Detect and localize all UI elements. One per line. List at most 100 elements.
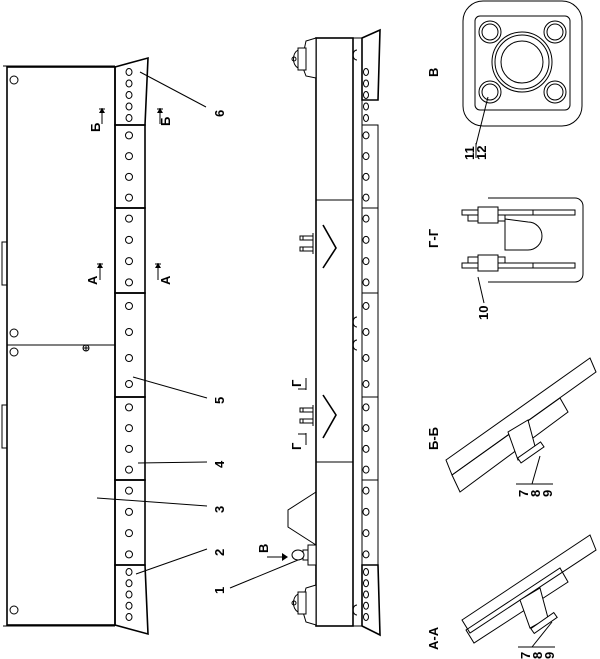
bolt-hole <box>125 601 133 610</box>
blade-segment <box>361 124 379 209</box>
moldboard-plate <box>6 66 116 626</box>
bolt-hole <box>125 193 133 202</box>
side-lug <box>1 404 8 449</box>
bolt-hole <box>125 79 133 88</box>
flange-bolt <box>478 20 502 44</box>
callout-6: 6 <box>212 110 227 117</box>
bolt-hole <box>362 278 370 287</box>
blade-segment <box>114 207 146 294</box>
blade-segment <box>114 124 146 209</box>
bolt-hole <box>362 131 370 140</box>
view-title-gg: Г-Г <box>426 228 441 248</box>
callout-5: 5 <box>212 397 227 404</box>
bolt-hole <box>362 328 370 336</box>
callout-11: 11 <box>462 146 477 160</box>
view-title-v: В <box>426 68 441 77</box>
callout-3: 3 <box>212 506 227 513</box>
bolt-hole <box>125 302 133 310</box>
bolt-hole <box>125 380 133 388</box>
roller-bottom <box>291 584 317 626</box>
flange-bolt <box>543 80 567 104</box>
mark-a: А <box>158 275 173 285</box>
flange-bolt <box>546 83 564 101</box>
bolt-hole <box>125 507 133 516</box>
flange-bolt <box>543 20 567 44</box>
side-view <box>267 28 381 637</box>
section-arrows <box>97 108 163 280</box>
callout-4: 4 <box>212 460 227 468</box>
hitch-plate <box>287 491 317 546</box>
bracket <box>299 405 314 426</box>
chevron-mark <box>322 224 337 269</box>
bolt-hole <box>362 507 370 516</box>
bolt-hole <box>362 403 370 412</box>
bolt-hole <box>362 529 370 538</box>
bolt-hole <box>125 550 133 559</box>
bolt-hole <box>125 257 133 266</box>
view-titles: В Г-Г Б-Б А-А <box>426 68 441 650</box>
blade-segment <box>361 207 379 294</box>
bolt-hole <box>363 68 369 76</box>
section-aa <box>461 534 597 644</box>
callout-8: 8 <box>528 490 543 497</box>
bolt-hole <box>125 579 133 588</box>
section-bb <box>445 357 597 493</box>
bolt-hole <box>125 152 133 161</box>
end-knife-bottom <box>114 564 149 636</box>
beam <box>315 37 354 627</box>
bolt-hole <box>125 235 133 244</box>
view-title-bb: Б-Б <box>426 427 441 450</box>
callout-10: 10 <box>476 306 491 320</box>
bolt-hole <box>363 613 369 621</box>
mark-b: Б <box>88 123 103 132</box>
bolt-hole <box>363 91 369 99</box>
bolt-hole <box>125 354 133 362</box>
bolt-hole <box>362 444 370 453</box>
bolt-hole <box>362 302 370 310</box>
callout-12: 12 <box>474 146 489 160</box>
bolt-hole <box>362 152 370 161</box>
bolt-hole <box>125 278 133 287</box>
view-title-aa: А-А <box>426 626 441 650</box>
side-lug <box>1 241 8 286</box>
bolt-hole <box>362 214 370 223</box>
bushing <box>477 206 499 224</box>
bolt-hole <box>125 68 133 76</box>
flange-bolt <box>546 23 564 41</box>
bushing <box>477 254 499 272</box>
bolt-hole <box>363 79 369 88</box>
bolt-hole <box>125 568 133 576</box>
bracket <box>299 233 314 254</box>
callout-7: 7 <box>518 652 533 659</box>
chevron-mark <box>322 394 337 439</box>
bolt-hole <box>125 465 133 474</box>
bolt-hole <box>125 403 133 412</box>
mark-v: В <box>256 544 271 553</box>
mark-g: Г <box>289 442 304 450</box>
bolt-hole <box>125 613 133 621</box>
bolt-hole <box>362 424 370 433</box>
end-knife-top <box>361 28 381 101</box>
bolt-hole <box>362 235 370 244</box>
blade-segment <box>114 479 146 566</box>
bolt-hole <box>362 486 370 495</box>
callout-1: 1 <box>212 587 227 594</box>
flange-bolt <box>481 23 499 41</box>
bolt-hole <box>362 465 370 474</box>
bolt-hole <box>125 444 133 453</box>
bolt-hole <box>125 102 133 111</box>
section-mark-labels: Б Б А А Г Г В <box>85 117 304 553</box>
bolt-hole <box>363 579 369 588</box>
callout-9: 9 <box>540 490 555 497</box>
bolt-hole <box>363 590 369 599</box>
blade-segment <box>114 292 146 398</box>
bolt-hole <box>125 214 133 223</box>
bolt-hole <box>363 114 369 122</box>
bolt-hole <box>362 354 370 362</box>
leader-lines <box>96 71 555 648</box>
bolt-hole <box>125 424 133 433</box>
bolt-hole <box>125 131 133 140</box>
bolt-hole <box>362 550 370 559</box>
